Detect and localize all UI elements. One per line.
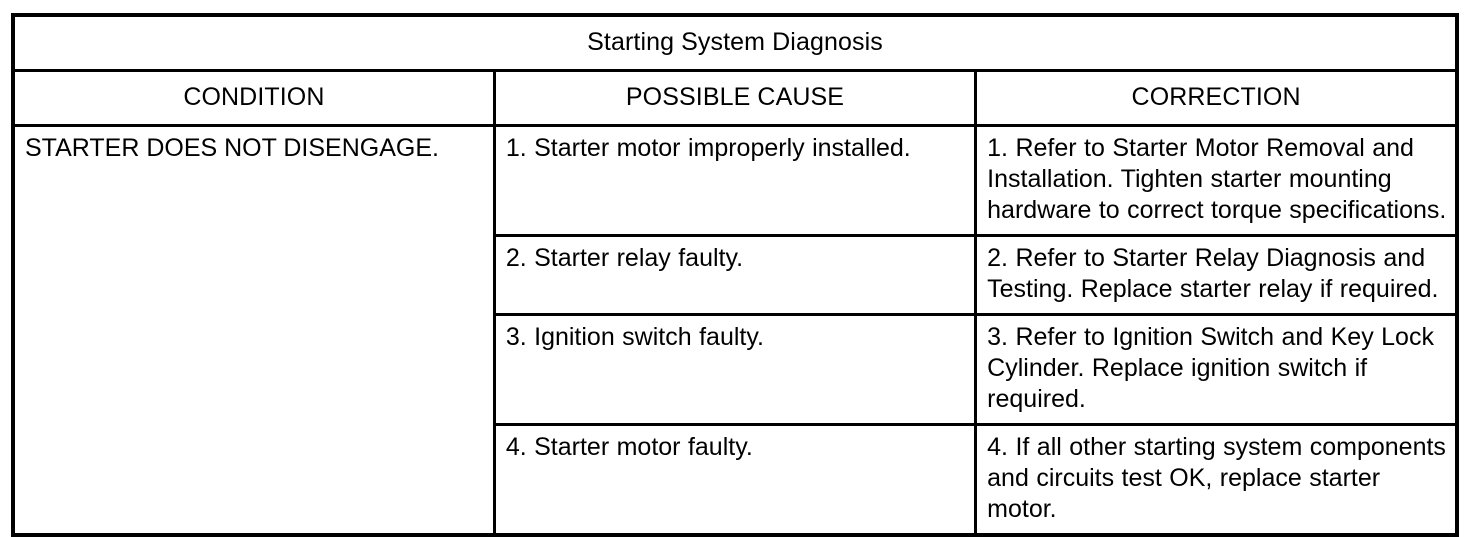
condition-cell: STARTER DOES NOT DISENGAGE. <box>11 124 496 537</box>
table-row: STARTER DOES NOT DISENGAGE. 1. Starter m… <box>11 124 1459 537</box>
possible-cause-cell-4: 4. Starter motor faulty. <box>492 423 978 537</box>
table-title: Starting System Diagnosis <box>11 13 1459 72</box>
column-header-correction: CORRECTION <box>974 69 1459 127</box>
table-row: 3. Ignition switch faulty. 3. Refer to I… <box>13 313 1459 426</box>
correction-cell-1: 1. Refer to Starter Motor Removal and In… <box>974 124 1459 237</box>
starting-system-diagnosis-table-wrapper: Starting System Diagnosis CONDITION POSS… <box>11 13 1459 537</box>
table-title-row: Starting System Diagnosis <box>11 13 1459 72</box>
starting-system-diagnosis-table: Starting System Diagnosis CONDITION POSS… <box>11 13 1459 537</box>
column-header-condition: CONDITION <box>11 69 496 127</box>
correction-cell-2: 2. Refer to Starter Relay Diagnosis and … <box>974 234 1459 316</box>
possible-cause-cell-2: 2. Starter relay faulty. <box>492 234 978 316</box>
correction-cell-3: 3. Refer to Ignition Switch and Key Lock… <box>974 313 1459 426</box>
column-header-possible-cause: POSSIBLE CAUSE <box>492 69 978 127</box>
possible-cause-cell-3: 3. Ignition switch faulty. <box>492 313 978 426</box>
correction-cell-4: 4. If all other starting system componen… <box>974 423 1459 537</box>
table-row: 2. Starter relay faulty. 2. Refer to Sta… <box>13 234 1459 316</box>
table-header-row: CONDITION POSSIBLE CAUSE CORRECTION <box>11 69 1459 127</box>
possible-cause-cell-1: 1. Starter motor improperly installed. <box>492 124 978 237</box>
